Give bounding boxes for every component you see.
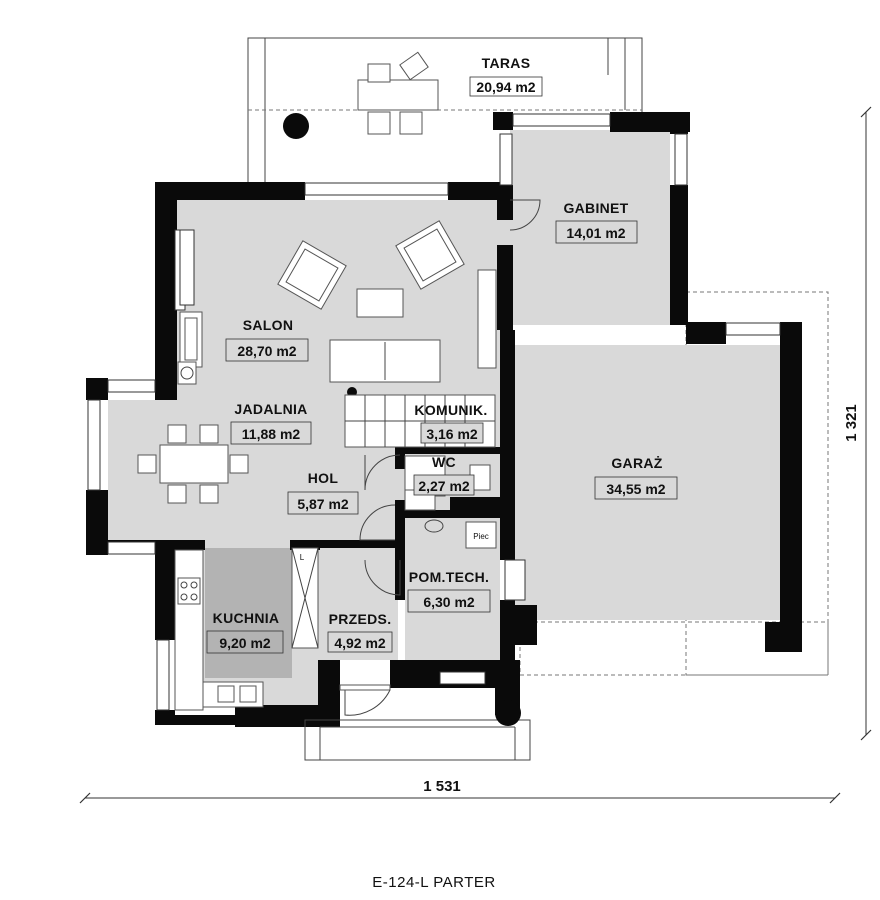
room-label-taras: TARAS 20,94 m2 bbox=[469, 55, 543, 97]
column-terrace bbox=[283, 113, 309, 139]
svg-text:34,55 m2: 34,55 m2 bbox=[606, 481, 665, 497]
boiler-label: Piec bbox=[473, 532, 489, 541]
svg-text:14,01 m2: 14,01 m2 bbox=[566, 225, 625, 241]
svg-text:1 531: 1 531 bbox=[423, 778, 461, 795]
svg-text:WC: WC bbox=[432, 454, 456, 470]
walls bbox=[86, 112, 802, 727]
svg-text:KOMUNIK.: KOMUNIK. bbox=[414, 402, 487, 418]
boiler bbox=[465, 521, 497, 549]
svg-text:4,92 m2: 4,92 m2 bbox=[334, 635, 386, 651]
room-label-komunik: KOMUNIK. 3,16 m2 bbox=[414, 402, 487, 444]
svg-text:HOL: HOL bbox=[308, 470, 339, 486]
svg-text:9,20 m2: 9,20 m2 bbox=[219, 635, 271, 651]
column-entrance bbox=[495, 700, 521, 726]
svg-text:JADALNIA: JADALNIA bbox=[234, 401, 307, 417]
room-label-garaz: GARAŻ 34,55 m2 bbox=[594, 455, 678, 500]
svg-text:GABINET: GABINET bbox=[563, 200, 628, 216]
garage-apron-outline bbox=[519, 621, 829, 676]
porch bbox=[304, 719, 531, 761]
room-label-pomtech: POM.TECH. 6,30 m2 bbox=[407, 569, 491, 613]
svg-text:20,94 m2: 20,94 m2 bbox=[476, 79, 535, 95]
room-label-hol: HOL 5,87 m2 bbox=[287, 470, 359, 515]
svg-text:SALON: SALON bbox=[243, 317, 294, 333]
svg-text:PRZEDS.: PRZEDS. bbox=[329, 611, 392, 627]
svg-text:6,30 m2: 6,30 m2 bbox=[423, 594, 475, 610]
dining-furniture bbox=[137, 424, 249, 504]
room-label-salon: SALON 28,70 m2 bbox=[225, 317, 309, 362]
dimension-width: 1 531 bbox=[79, 778, 841, 804]
kitchen-fittings bbox=[174, 547, 319, 711]
svg-text:POM.TECH.: POM.TECH. bbox=[409, 569, 489, 585]
doors bbox=[339, 199, 541, 716]
svg-text:1 321: 1 321 bbox=[843, 404, 860, 442]
room-label-wc: WC 2,27 m2 bbox=[413, 454, 475, 496]
room-label-przeds: PRZEDS. 4,92 m2 bbox=[327, 611, 393, 653]
svg-text:TARAS: TARAS bbox=[482, 55, 531, 71]
plan-title: E-124-L PARTER bbox=[372, 874, 495, 891]
salon-furniture bbox=[177, 220, 497, 385]
garage-canopy-outline bbox=[685, 291, 829, 676]
svg-text:28,70 m2: 28,70 m2 bbox=[237, 343, 296, 359]
svg-text:KUCHNIA: KUCHNIA bbox=[213, 610, 280, 626]
room-label-kuchnia: KUCHNIA 9,20 m2 bbox=[206, 610, 284, 654]
svg-text:11,88 m2: 11,88 m2 bbox=[242, 426, 301, 442]
room-label-jadalnia: JADALNIA 11,88 m2 bbox=[230, 401, 312, 445]
svg-text:GARAŻ: GARAŻ bbox=[611, 455, 662, 471]
terrace-furniture bbox=[357, 51, 439, 135]
kitchen-mark: L bbox=[300, 553, 305, 562]
dimension-height: 1 321 bbox=[843, 106, 872, 741]
windows bbox=[87, 113, 781, 711]
svg-text:5,87 m2: 5,87 m2 bbox=[297, 496, 349, 512]
room-label-gabinet: GABINET 14,01 m2 bbox=[555, 200, 638, 244]
svg-text:2,27 m2: 2,27 m2 bbox=[418, 478, 470, 494]
svg-text:3,16 m2: 3,16 m2 bbox=[426, 426, 478, 442]
